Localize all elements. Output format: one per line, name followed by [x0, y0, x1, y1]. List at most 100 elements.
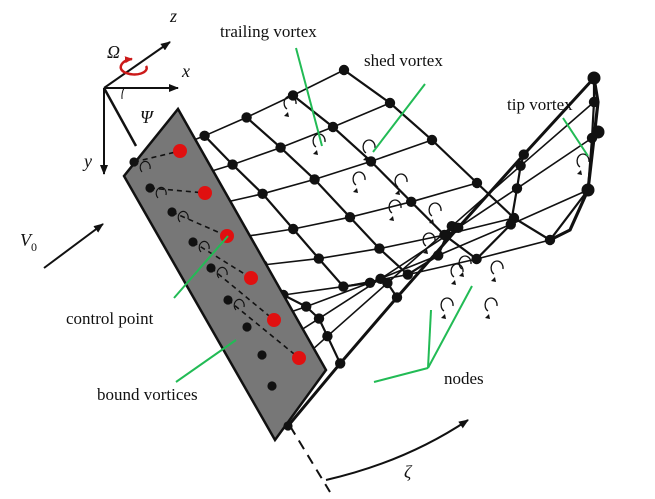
tip-node [587, 71, 601, 85]
lattice-node [313, 253, 324, 264]
bound-circulation-symbol [216, 266, 228, 279]
blade-edge-node [257, 350, 267, 360]
lattice-node [322, 331, 333, 342]
circulation-arrowhead [459, 272, 464, 277]
bound-vortex-segment [227, 299, 300, 359]
circulation-symbol [440, 297, 454, 312]
tip-node [581, 183, 595, 197]
bound-vortex-segment [133, 150, 181, 163]
lattice-node [515, 160, 526, 171]
lattice-node [227, 159, 238, 170]
lattice-node [426, 134, 438, 146]
psi-angle-arc [121, 87, 125, 100]
freestream-arrow [43, 223, 104, 269]
circulation-symbol [428, 202, 442, 217]
blade-edge-node [129, 157, 139, 167]
lattice-node [471, 253, 482, 265]
lattice-node [364, 277, 376, 288]
blade-edge-node [206, 263, 216, 273]
lattice-node [344, 212, 356, 223]
lattice-node [406, 196, 417, 207]
label-shed-vortex: shed vortex [364, 51, 443, 70]
z-axis-arrow [103, 41, 171, 89]
lattice-node [391, 292, 403, 303]
circulation-symbol [490, 260, 504, 275]
bound-vortex-group [129, 144, 306, 431]
circulation-symbol [576, 153, 590, 168]
circulation-arrowhead [284, 112, 289, 117]
circulation-symbol [394, 173, 408, 188]
lattice-node [544, 234, 556, 246]
control-point-dot [244, 271, 258, 285]
blade-edge-node [267, 381, 277, 391]
circulation-arrowhead [429, 219, 434, 224]
shed-vortex-line [343, 69, 596, 242]
psi-symbol: Ψ [140, 107, 155, 127]
omega-symbol: Ω [107, 42, 120, 62]
circulation-symbol [283, 95, 297, 110]
circulation-arrowhead [451, 280, 456, 285]
circulation-arrowhead [313, 150, 318, 155]
blade-edge-node [188, 237, 198, 247]
lattice-node [441, 230, 452, 241]
lattice-node [338, 281, 349, 292]
blade-plate [122, 106, 328, 443]
leader-nodes-1 [373, 367, 429, 383]
freestream-velocity-symbol: V0 [20, 230, 37, 254]
lattice-node [241, 112, 252, 123]
tip-node [591, 125, 605, 139]
control-point-dot [173, 144, 187, 158]
label-control-point: control point [66, 309, 154, 328]
blade-root-line [102, 87, 138, 147]
label-bound-vortices: bound vortices [97, 385, 198, 404]
blade-edge-node [145, 183, 155, 193]
bound-vortex-segment [171, 211, 228, 237]
leader-lines [173, 47, 589, 383]
lattice-node [313, 313, 325, 324]
circulation-arrowhead [577, 170, 582, 175]
circulation-symbol [352, 171, 366, 186]
bound-circulation-symbol [155, 186, 167, 199]
bound-circulation-symbol [139, 160, 151, 173]
rotation-axis-dashed [289, 425, 331, 493]
circulation-symbol [422, 232, 436, 247]
bound-circulation-symbol [177, 210, 189, 223]
lattice-node [453, 222, 464, 233]
lattice-node [505, 219, 516, 230]
leader-trailing-vortex [295, 47, 323, 147]
bound-vortex-segment [210, 267, 275, 321]
lattice-node [588, 96, 600, 108]
circulation-arrowhead [491, 277, 496, 282]
circulation-symbol [458, 255, 472, 270]
zeta-arc-arrow [325, 419, 469, 481]
shed-vortex-line [292, 94, 525, 261]
blade-edge-node [223, 295, 233, 305]
lattice-node [433, 250, 444, 261]
tip-vortex-curve [549, 77, 600, 242]
shed-vortex-line [245, 116, 459, 276]
circulation-symbol [450, 263, 464, 278]
control-point-dot [267, 313, 281, 327]
circulation-symbol [312, 133, 326, 148]
circulation-symbol [388, 199, 402, 214]
axis-y-label: y [82, 151, 92, 171]
label-tip-vortex: tip vortex [507, 95, 573, 114]
axis-z-label: z [169, 6, 177, 26]
blade-edge-node [283, 421, 293, 431]
lattice-node [338, 64, 350, 76]
circulation-symbol [362, 139, 376, 154]
lattice-node [384, 97, 396, 109]
circulation-arrowhead [423, 249, 428, 254]
control-point-dot [198, 186, 212, 200]
lattice-node [301, 301, 312, 312]
leader-nodes-3 [427, 285, 473, 369]
circulation-arrowhead [353, 188, 358, 193]
lattice-node [471, 177, 483, 189]
lattice-node [309, 174, 320, 185]
circulation-arrowhead [363, 156, 368, 161]
circulation-arrowhead [395, 190, 400, 195]
bound-vortex-segment [149, 187, 206, 194]
lattice-node [199, 130, 210, 141]
